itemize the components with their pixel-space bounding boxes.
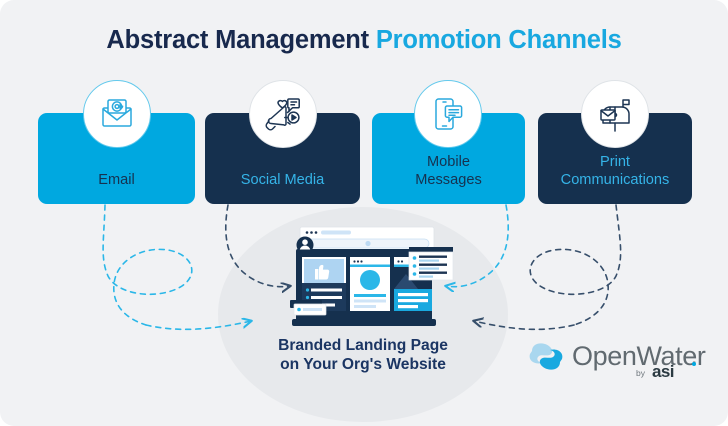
channel-label-mobile-messages: Mobile Messages bbox=[415, 154, 482, 188]
logo-brand-asi: asi bbox=[652, 362, 674, 381]
title-accent-segment: Promotion Channels bbox=[375, 26, 622, 54]
megaphone-icon bbox=[249, 80, 317, 148]
center-caption: Branded Landing Page on Your Org's Websi… bbox=[278, 337, 448, 373]
logo-by-text: by bbox=[636, 368, 645, 378]
channel-label-social-media: Social Media bbox=[240, 172, 325, 188]
browser-landing-page-illustration bbox=[290, 226, 454, 326]
mailbox-icon bbox=[581, 80, 649, 148]
channel-label-print-communications: Print Communications bbox=[560, 154, 670, 188]
connector-social-media bbox=[225, 204, 290, 287]
page-title: Abstract Management Promotion Channels bbox=[0, 26, 728, 55]
phone-chat-icon bbox=[414, 80, 482, 148]
water-wave-icon bbox=[529, 343, 563, 370]
connector-print-communications bbox=[474, 204, 622, 331]
channel-label-email: Email bbox=[98, 172, 135, 188]
connector-mobile-messages bbox=[446, 204, 509, 287]
channel-card-email[interactable]: Email bbox=[38, 113, 195, 204]
logo-wordmark: OpenWater bbox=[572, 341, 706, 371]
envelope-at-icon bbox=[83, 80, 151, 148]
channel-card-social-media[interactable]: Social Media bbox=[205, 113, 360, 204]
title-dark-segment: Abstract Management bbox=[106, 26, 376, 54]
openwater-logo: OpenWater by asi bbox=[524, 341, 706, 385]
connector-email bbox=[102, 204, 251, 331]
logo-accent-dot bbox=[692, 362, 696, 366]
